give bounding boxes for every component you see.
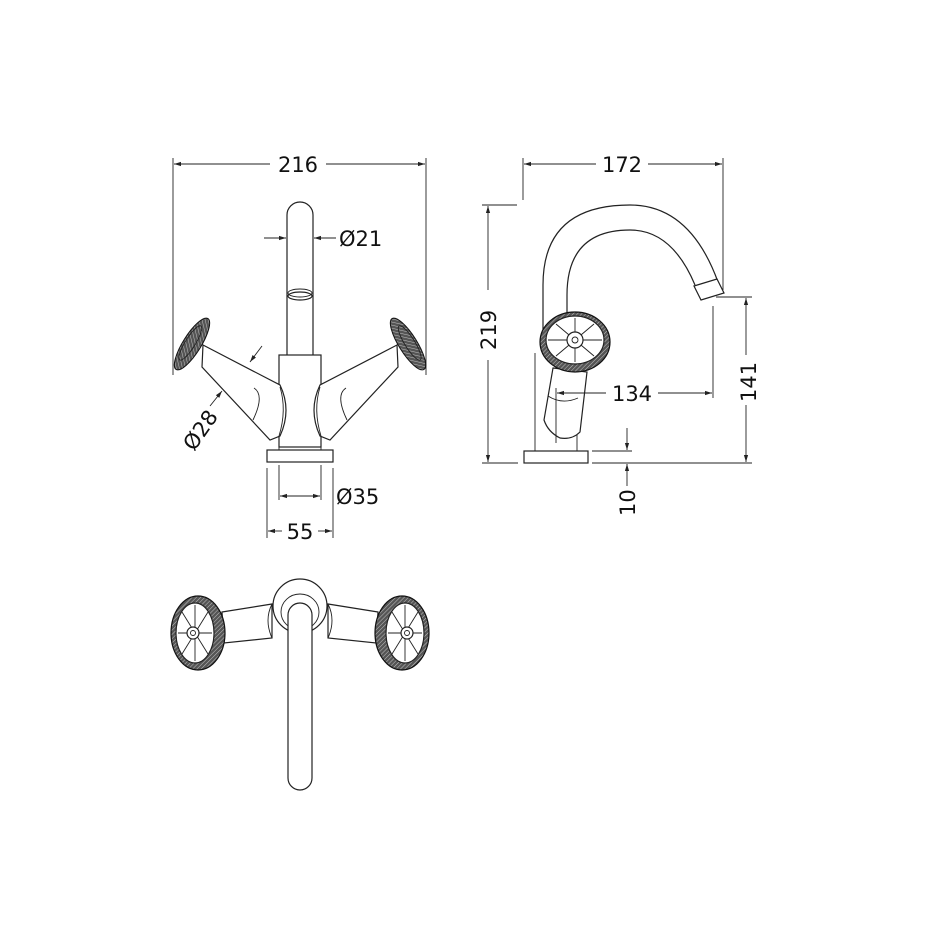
- dimension-overall-width: [172, 158, 427, 375]
- label-handle-diameter: Ø28: [178, 406, 222, 455]
- label-spout-projection: 172: [602, 153, 642, 177]
- front-right-wheel: [389, 317, 427, 371]
- front-right-handle-arm: [313, 344, 399, 441]
- label-base-width: 55: [287, 520, 314, 544]
- label-spout-reach: 134: [612, 382, 652, 406]
- label-spout-diameter: Ø21: [339, 227, 382, 251]
- label-overall-height: 219: [477, 310, 501, 350]
- side-spout: [542, 204, 725, 330]
- label-base-diameter: Ø35: [336, 485, 379, 509]
- front-spout: [286, 201, 314, 355]
- side-wheel: [539, 311, 611, 373]
- label-overall-width: 216: [278, 153, 318, 177]
- label-spout-outlet-height: 141: [737, 362, 761, 402]
- side-view: 172 219: [477, 153, 761, 516]
- front-view: 216 Ø21: [172, 153, 427, 544]
- top-view: [170, 578, 430, 791]
- side-body: [523, 353, 589, 464]
- label-base-thickness: 10: [616, 489, 640, 516]
- front-left-handle-arm: [201, 344, 287, 441]
- top-right-wheel: [374, 595, 430, 671]
- front-body: [266, 354, 334, 463]
- front-left-wheel: [173, 317, 211, 371]
- top-left-wheel: [170, 595, 226, 671]
